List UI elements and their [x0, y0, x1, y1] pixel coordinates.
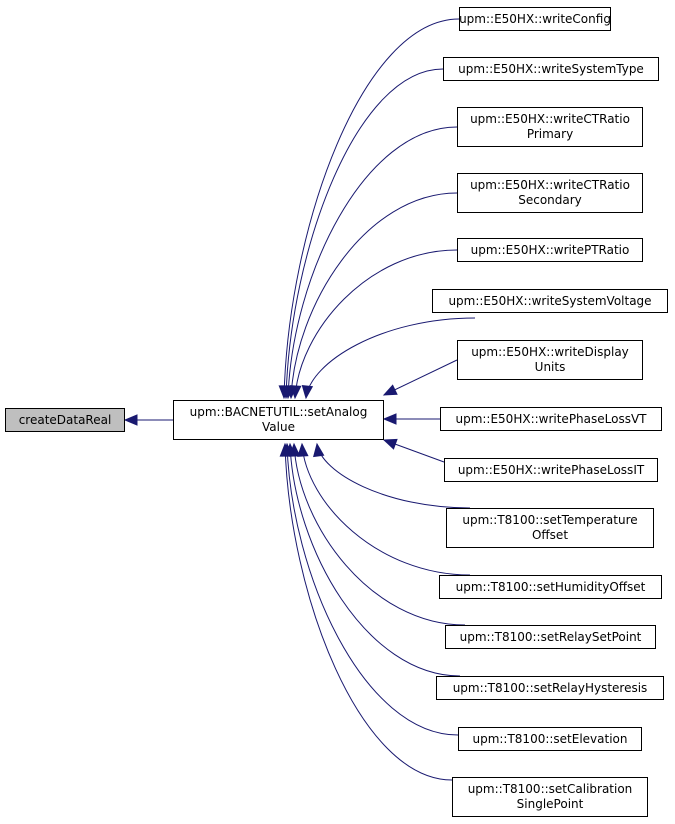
node-label-line1: createDataReal — [18, 412, 112, 427]
node-label-line2: SinglePoint — [516, 797, 584, 811]
node-setElevation[interactable]: upm::T8100::setElevation — [458, 727, 642, 751]
node-label-line1: upm::T8100::setTemperature — [462, 513, 638, 527]
node-writeCTRatioPrimary[interactable]: upm::E50HX::writeCTRatio Primary — [457, 107, 643, 147]
edge-writePTRatio-to-setAnalogValue — [294, 249, 458, 399]
edge-setCalibrationSinglePoint-to-setAnalogValue — [284, 443, 453, 781]
edge-setRelaySetPoint-to-setAnalogValue — [293, 443, 466, 626]
edge-writeConfig-to-setAnalogValue — [283, 18, 460, 399]
edge-writeSystemType-to-setAnalogValue — [285, 68, 444, 399]
node-setRelayHysteresis[interactable]: upm::T8100::setRelayHysteresis — [436, 676, 664, 700]
node-setCalibrationSinglePoint[interactable]: upm::T8100::setCalibration SinglePoint — [452, 777, 648, 817]
node-label-line1: upm::E50HX::writePhaseLossIT — [457, 462, 645, 477]
node-label-line2: Units — [534, 360, 566, 374]
edge-arrowhead — [301, 384, 314, 400]
node-label-line2: Offset — [531, 528, 569, 542]
node-label-line1: upm::E50HX::writeDisplay — [471, 345, 629, 359]
node-setTemperatureOffset[interactable]: upm::T8100::setTemperature Offset — [446, 508, 654, 548]
edge-writeSystemVoltage-to-setAnalogValue — [305, 317, 476, 399]
node-writeCTRatioSecondary[interactable]: upm::E50HX::writeCTRatio Secondary — [457, 173, 643, 213]
node-label-line2: Secondary — [518, 193, 582, 207]
edge-setHumidityOffset-to-setAnalogValue — [301, 443, 471, 576]
node-label-line1: upm::T8100::setCalibration — [467, 782, 633, 796]
node-setHumidityOffset[interactable]: upm::T8100::setHumidityOffset — [439, 575, 662, 599]
node-label-line1: upm::E50HX::writeConfig — [459, 11, 611, 26]
node-label-line1: upm::T8100::setRelayHysteresis — [452, 680, 648, 695]
edge-setRelayHysteresis-to-setAnalogValue — [289, 443, 461, 677]
node-writePhaseLossIT[interactable]: upm::E50HX::writePhaseLossIT — [444, 458, 658, 482]
node-label-line1: upm::T8100::setElevation — [472, 731, 628, 746]
node-label-line2: Value — [262, 420, 295, 434]
node-setAnalogValue[interactable]: upm::BACNETUTIL::setAnalog Value — [173, 400, 384, 440]
node-setRelaySetPoint[interactable]: upm::T8100::setRelaySetPoint — [445, 625, 656, 649]
node-label-line1: upm::E50HX::writePhaseLossVT — [455, 411, 647, 426]
edge-writeCTRatioSecondary-to-setAnalogValue — [290, 192, 458, 399]
node-writePTRatio[interactable]: upm::E50HX::writePTRatio — [457, 238, 643, 262]
edge-writeDisplayUnits-to-setAnalogValue — [383, 359, 458, 396]
node-writeSystemType[interactable]: upm::E50HX::writeSystemType — [443, 57, 659, 81]
node-label-line1: upm::E50HX::writePTRatio — [470, 242, 630, 257]
node-writeSystemVoltage[interactable]: upm::E50HX::writeSystemVoltage — [432, 289, 668, 313]
node-label-line1: upm::T8100::setRelaySetPoint — [459, 629, 642, 644]
edge-arrowhead — [382, 413, 397, 425]
node-label-line1: upm::E50HX::writeCTRatio — [470, 112, 630, 126]
edge-arrowhead — [313, 442, 325, 458]
node-label-line1: upm::E50HX::writeSystemType — [458, 61, 644, 76]
edge-arrowhead — [123, 414, 138, 426]
node-writeDisplayUnits[interactable]: upm::E50HX::writeDisplay Units — [457, 340, 643, 380]
edge-setElevation-to-setAnalogValue — [286, 443, 459, 736]
edge-arrowhead — [290, 385, 302, 400]
node-label-line1: upm::BACNETUTIL::setAnalog — [189, 405, 368, 419]
edge-writeCTRatioPrimary-to-setAnalogValue — [287, 126, 458, 399]
node-label-line2: Primary — [526, 127, 574, 141]
edge-arrowhead — [382, 384, 398, 396]
node-label-line1: upm::T8100::setHumidityOffset — [455, 579, 646, 594]
node-label-line1: upm::E50HX::writeCTRatio — [470, 178, 630, 192]
edge-arrowhead — [279, 442, 292, 457]
node-writeConfig[interactable]: upm::E50HX::writeConfig — [459, 7, 611, 31]
node-writePhaseLossVT[interactable]: upm::E50HX::writePhaseLossVT — [440, 407, 662, 431]
node-createDataReal: createDataReal — [5, 408, 125, 432]
edge-arrowhead — [382, 438, 398, 450]
node-label-line1: upm::E50HX::writeSystemVoltage — [448, 293, 652, 308]
edge-arrowhead — [297, 442, 309, 457]
